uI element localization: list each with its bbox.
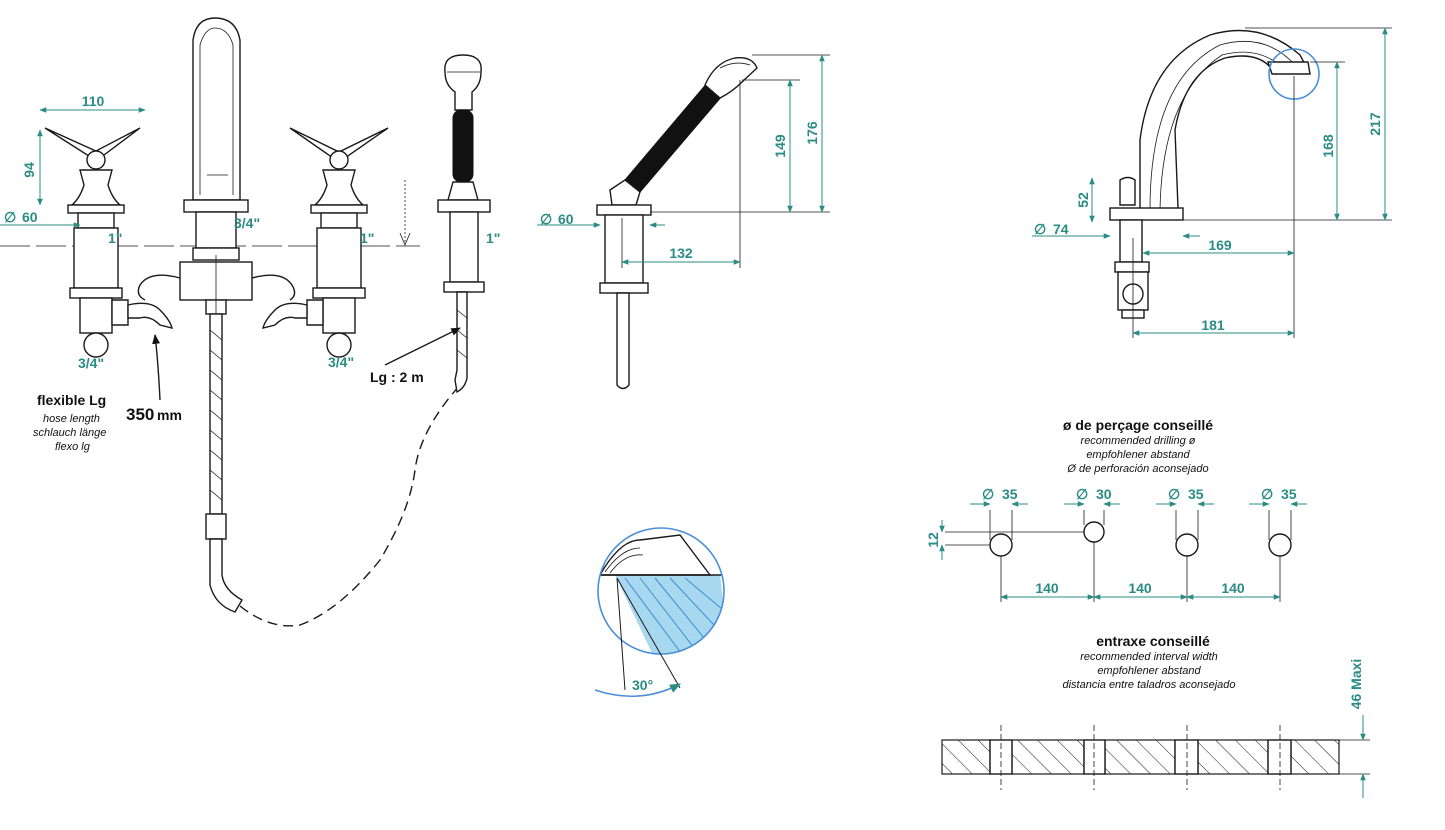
dim-handshower-h2: 176	[804, 121, 820, 145]
dim-hole-4: 35	[1281, 486, 1297, 502]
dim-spout-reach: 169	[1208, 237, 1232, 253]
dim-offset: 12	[925, 532, 941, 548]
drill-title: ø de perçage conseillé	[1063, 417, 1213, 433]
drill-hole-1	[989, 533, 1013, 557]
dim-handle-height: 94	[21, 162, 37, 178]
dim-spacing-3: 140	[1221, 580, 1245, 596]
drill-de: empfohlener abstand	[1086, 449, 1190, 461]
spout-detail-circle: 30°	[594, 527, 725, 698]
drill-dim-3: ∅ 35	[1156, 486, 1214, 540]
drill-hole-3	[1175, 533, 1199, 557]
dim-dia-symbol-1: ∅	[4, 209, 16, 225]
dim-spout-total: 181	[1201, 317, 1225, 333]
flexible-de: schlauch länge	[33, 427, 106, 439]
dia-symbol: ∅	[1168, 486, 1180, 502]
drill-en: recommended drilling ø	[1081, 435, 1196, 447]
dim-spout-diameter: 74	[1053, 221, 1069, 237]
dim-handshower-reach: 132	[669, 245, 693, 261]
dim-valve-diameter: 60	[22, 209, 38, 225]
drill-dim-4: ∅ 35	[1249, 486, 1307, 540]
dim-hole-2: 30	[1096, 486, 1112, 502]
drill-hole-4	[1268, 533, 1292, 557]
hose-length-value: 350	[126, 405, 154, 424]
entraxe-en: recommended interval width	[1080, 651, 1218, 663]
dim-spacing-1: 140	[1035, 580, 1059, 596]
dim-hole-3: 35	[1188, 486, 1204, 502]
hose-labels: flexible Lg hose length schlauch länge f…	[33, 327, 461, 453]
right-valve	[262, 127, 389, 358]
entraxe-de: empfohlener abstand	[1097, 665, 1201, 677]
dim-hole-1: 35	[1002, 486, 1018, 502]
left-valve	[44, 127, 173, 358]
dim-spout-thread: 3/4"	[234, 215, 260, 231]
deck-section: entraxe conseillé recommended interval w…	[941, 633, 1370, 798]
drill-dim-2: ∅ 30	[1064, 486, 1120, 525]
dim-thread-right: 1"	[360, 230, 374, 246]
center-spout	[137, 17, 296, 315]
flexible-title: flexible Lg	[37, 392, 106, 408]
dim-spacing-2: 140	[1128, 580, 1152, 596]
front-view-assembly: 110 94 ∅ 60 1" 3/4" 1" 1" 3/4" 3/4" flex…	[0, 17, 500, 627]
dim-spout-height: 217	[1367, 112, 1383, 136]
entraxe-es: distancia entre taladros aconsejado	[1062, 679, 1235, 691]
front-dimensions: 110 94 ∅ 60 1" 3/4" 1" 1" 3/4" 3/4"	[0, 93, 500, 371]
dia-symbol: ∅	[1261, 486, 1273, 502]
dim-handle-width: 110	[82, 93, 105, 109]
flexible-en: hose length	[43, 413, 100, 425]
handshower-side-view: ∅ 60 132 149 176	[537, 54, 830, 390]
dim-dia-symbol-2: ∅	[540, 211, 552, 227]
drill-dim-1: ∅ 35	[970, 486, 1028, 540]
drill-hole-2	[1083, 521, 1105, 543]
dim-handshower-h1: 149	[772, 134, 788, 158]
hose-length-unit: mm	[157, 407, 182, 423]
dim-dia-symbol-3: ∅	[1034, 221, 1046, 237]
entraxe-title: entraxe conseillé	[1096, 633, 1210, 649]
drill-es: Ø de perforación aconsejado	[1066, 463, 1208, 475]
center-hose	[205, 313, 461, 627]
spout-side-view: ∅ 74 52 169 181 168 217	[1032, 27, 1392, 338]
drilling-layout: ø de perçage conseillé recommended drill…	[925, 417, 1307, 602]
dim-inlet-right: 3/4"	[328, 354, 354, 370]
dim-shower-thread: 1"	[486, 230, 500, 246]
flexible-es: flexo lg	[55, 441, 91, 453]
dim-inlet-left: 3/4"	[78, 355, 104, 371]
dim-angle: 30°	[632, 677, 653, 693]
dia-symbol: ∅	[982, 486, 994, 502]
handshower-front	[437, 54, 491, 394]
dim-spout-base-height: 52	[1075, 192, 1091, 208]
dim-spout-inner-height: 168	[1320, 134, 1336, 158]
dim-thread-left: 1"	[108, 230, 122, 246]
dim-handshower-diameter: 60	[558, 211, 574, 227]
shower-hose-length: Lg : 2 m	[370, 369, 424, 385]
dim-max-thickness: 46 Maxi	[1348, 659, 1364, 710]
dia-symbol: ∅	[1076, 486, 1088, 502]
